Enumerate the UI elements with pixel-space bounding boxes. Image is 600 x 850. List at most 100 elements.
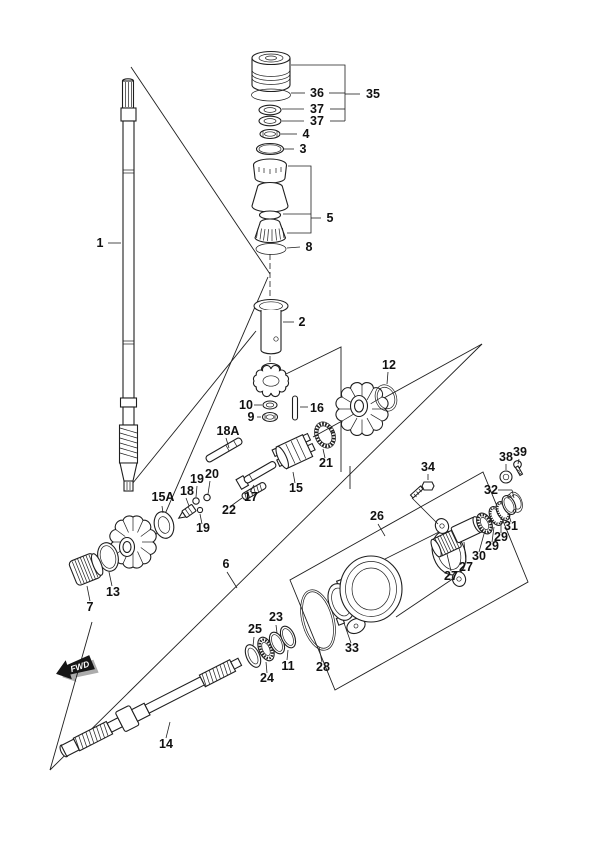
- part-label-7: 7: [87, 600, 94, 614]
- leader-line-30: [478, 533, 485, 553]
- part-label-21: 21: [319, 456, 333, 470]
- fwd-arrow-shape: [56, 655, 95, 680]
- leader-line-13: [108, 571, 113, 587]
- leader-line-12: [386, 371, 389, 385]
- leader-line-8: [286, 246, 301, 249]
- leader-line-31: [508, 514, 512, 523]
- part-label-28: 28: [316, 660, 330, 674]
- part-label-4: 4: [303, 127, 310, 141]
- part-label-32: 32: [484, 483, 498, 497]
- callout-lines: [49, 66, 483, 771]
- rod-17: [235, 461, 277, 491]
- forward-gear: [335, 382, 389, 436]
- ring-37a: [258, 104, 282, 116]
- driveshaft-sleeve-2: [253, 298, 289, 355]
- leader-line-28: [318, 646, 323, 663]
- leader-line-15A: [161, 505, 164, 514]
- reverse-gear: [109, 515, 157, 569]
- leader-line-32: [511, 489, 515, 499]
- part-label-29: 29: [485, 539, 499, 553]
- part-label-8: 8: [306, 240, 313, 254]
- propeller-shaft-14: [59, 657, 243, 758]
- part-label-35: 35: [366, 87, 380, 101]
- part-label-6: 6: [223, 557, 230, 571]
- part-label-36: 36: [310, 86, 324, 100]
- leader-line-33: [343, 622, 352, 644]
- leader-line-27: [446, 553, 452, 572]
- part-label-34: 34: [421, 460, 435, 474]
- part-label-30: 30: [472, 549, 486, 563]
- leader-line-18: [185, 497, 190, 507]
- part-label-5: 5: [327, 211, 334, 225]
- part-label-13: 13: [106, 585, 120, 599]
- part-label-22: 22: [222, 503, 236, 517]
- clutch-dog-15: [271, 432, 316, 470]
- part-label-1: 1: [97, 236, 104, 250]
- nut-9: [261, 411, 279, 423]
- oring-28: [300, 589, 336, 651]
- ball-19a: [192, 497, 200, 505]
- ring-36: [251, 88, 291, 102]
- leader-line-7: [86, 585, 91, 602]
- detail-panel: [289, 471, 529, 691]
- part-label-11: 11: [281, 659, 294, 673]
- part-label-38: 38: [499, 450, 513, 464]
- leader-line-11: [286, 649, 289, 661]
- bracket-35: [291, 64, 346, 121]
- part-label-12: 12: [382, 358, 396, 372]
- leader-line-19: [195, 485, 198, 498]
- shift-detail-parts: [177, 395, 299, 519]
- part-label-18A: 18A: [217, 424, 240, 438]
- leader-line-14: [165, 721, 171, 739]
- part-label-16: 16: [310, 401, 324, 415]
- detent-18: [177, 504, 197, 519]
- pin-16: [291, 395, 299, 421]
- part-label-10: 10: [239, 398, 253, 412]
- washer-10: [262, 400, 278, 410]
- spring-ring-21: [314, 421, 336, 449]
- part-label-3: 3: [300, 142, 307, 156]
- leader-line-15: [292, 471, 296, 484]
- part-label-19: 19: [196, 521, 210, 535]
- leader-line-26: [377, 523, 386, 537]
- cap-38: [499, 470, 513, 484]
- leader-line-27: [463, 541, 467, 563]
- ring-8: [255, 243, 287, 255]
- part-label-18: 18: [180, 484, 194, 498]
- ring-3: [255, 142, 285, 156]
- part-label-17: 17: [244, 490, 258, 504]
- nut-4: [259, 128, 281, 140]
- fwd-arrow: FWD: [56, 655, 99, 682]
- needle-bearing-7: [68, 553, 104, 586]
- leader-line-19: [199, 513, 203, 525]
- ring-12: [374, 384, 398, 412]
- leader-line-22: [230, 497, 243, 507]
- part-label-14: 14: [159, 737, 173, 751]
- ball-19b: [196, 506, 204, 514]
- driveshaft: [118, 78, 139, 492]
- ball-20: [203, 493, 211, 502]
- part-labels-layer: 12345678910111213141515A16171818A1919202…: [87, 86, 527, 751]
- leader-line-20: [207, 480, 211, 495]
- rod-18A: [205, 437, 243, 463]
- part-label-24: 24: [260, 671, 274, 685]
- bearing-30: [476, 512, 493, 535]
- part-label-31: 31: [504, 519, 518, 533]
- screw-39: [513, 460, 524, 477]
- washer-31: [501, 495, 517, 515]
- part-label-29: 29: [494, 530, 508, 544]
- ring-11: [279, 625, 297, 649]
- part-label-9: 9: [248, 410, 255, 424]
- part-label-20: 20: [205, 467, 219, 481]
- leader-line-18A: [225, 437, 230, 449]
- leader-line-21: [322, 448, 326, 459]
- part-label-23: 23: [269, 610, 283, 624]
- part-label-27: 27: [444, 569, 458, 583]
- pinion-gear: [252, 362, 290, 397]
- part-label-39: 39: [513, 445, 527, 459]
- ring-25: [244, 644, 262, 668]
- leader-line-23: [275, 624, 278, 634]
- part-label-15A: 15A: [152, 490, 175, 504]
